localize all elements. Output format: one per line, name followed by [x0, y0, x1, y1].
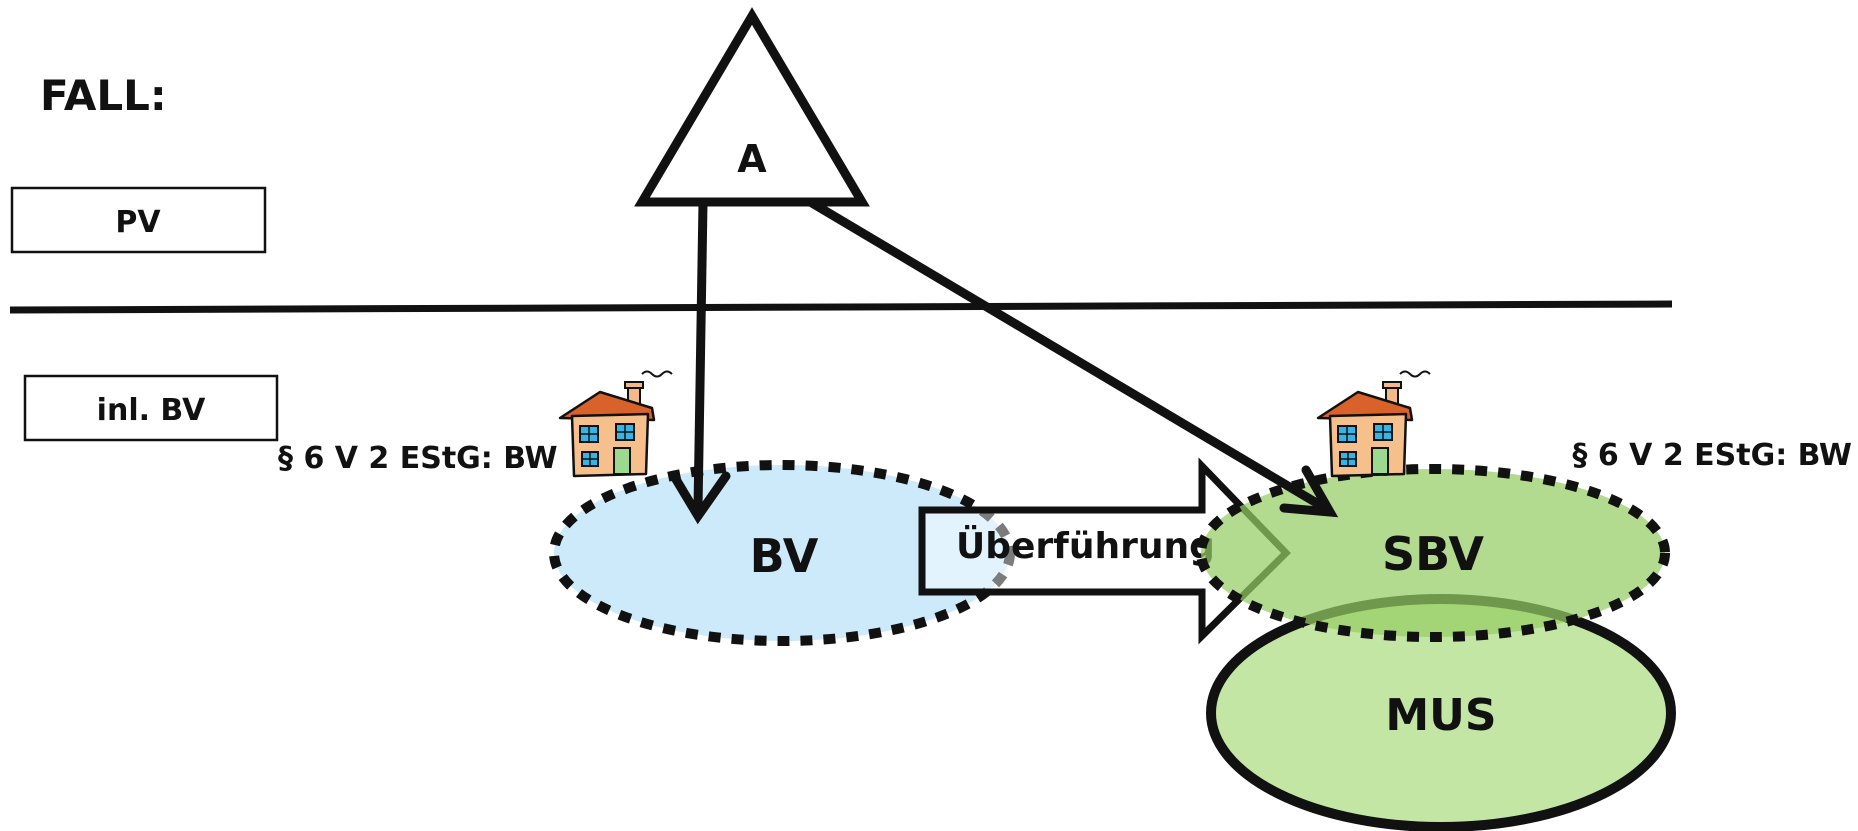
- pv-box: PV: [10, 186, 267, 254]
- sbv-label: SBV: [1382, 527, 1484, 581]
- bv-ellipse: [549, 460, 1015, 646]
- arrow-a-to-sbv: [807, 198, 1339, 518]
- inl-bv-label: inl. BV: [97, 393, 206, 428]
- shareholder-label: A: [737, 137, 767, 181]
- inl-bv-box: inl. BV: [23, 374, 279, 442]
- house-icon: [1316, 370, 1432, 478]
- arrow-a-to-bv: [669, 198, 731, 525]
- pv-label: PV: [115, 205, 161, 240]
- transfer-label: Überführung: [956, 525, 1215, 567]
- diagram-title: FALL:: [40, 71, 167, 120]
- house-icon: [558, 370, 674, 478]
- law-reference-right: § 6 V 2 EStG: BW: [1572, 438, 1852, 473]
- bv-label: BV: [750, 529, 819, 583]
- mus-label: MUS: [1385, 690, 1496, 741]
- law-reference-left: § 6 V 2 EStG: BW: [278, 441, 558, 476]
- shareholder-triangle: A: [634, 7, 870, 207]
- separator-line: [9, 300, 1673, 314]
